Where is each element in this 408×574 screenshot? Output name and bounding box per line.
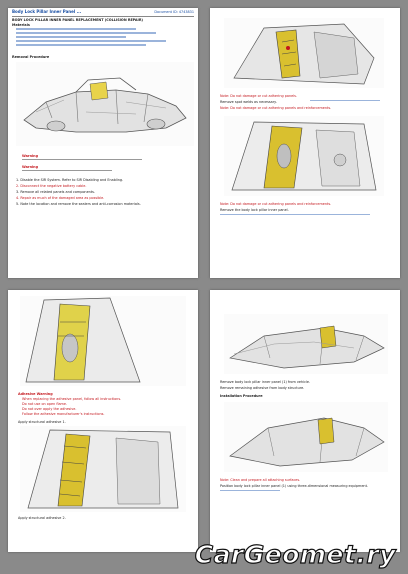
procedure-note-line: 1. Disable the SIR System. Refer to SIR … xyxy=(16,178,124,182)
procedure-note-line: 3. Remove all related panels and compone… xyxy=(16,190,95,194)
adhesive-warning-head: Adhesive Warning xyxy=(18,392,53,396)
materials-label: Materials xyxy=(12,23,30,27)
note-b: Note: Do not damage or cut adhering pane… xyxy=(220,202,332,206)
warning-2: Warning xyxy=(22,165,38,169)
adhesive-warning-line: Follow the adhesive manufacturer's instr… xyxy=(22,412,105,416)
watermark: CarGeomet.ry xyxy=(180,539,404,572)
page-2: Note: Do not damage or cut adhering pane… xyxy=(210,8,400,278)
document-id: Document ID: 4743831 xyxy=(154,10,194,14)
procedure-note-line: 5. Note the location and remove the seal… xyxy=(16,202,141,206)
adhesive-warning-line: When replacing the adhesive panel, follo… xyxy=(22,397,122,401)
page-3: Adhesive Warning When replacing the adhe… xyxy=(8,290,198,552)
adhesive-figure-top xyxy=(20,296,186,386)
pillar-figure-top xyxy=(224,18,384,88)
vehicle-frame-figure-bottom xyxy=(224,402,388,472)
warning-1: Warning xyxy=(22,154,38,158)
step-remove-panel: Remove the body lock pillar inner panel. xyxy=(220,208,289,212)
adhesive-warning-line: Do not over apply the adhesive. xyxy=(22,407,77,411)
step-remove-inner-panel: Remove body lock pillar inner panel (1) … xyxy=(220,380,311,384)
procedure-note-line: 4. Repair as much of the damaged area as… xyxy=(16,196,105,200)
page-4: Remove body lock pillar inner panel (1) … xyxy=(210,290,400,552)
pillar-figure-bottom xyxy=(224,116,384,196)
page-header-title: Body Lock Pillar Inner Panel ... xyxy=(12,9,82,14)
install-note: Note: Clean and prepare all attaching su… xyxy=(220,478,301,482)
step-apply-adhesive-1: Apply structural adhesive 1. xyxy=(18,420,66,424)
adhesive-warning-line: Do not use on open flame. xyxy=(22,402,67,406)
adhesive-figure-bottom xyxy=(20,426,186,512)
note-a: Note: Do not damage or cut adhering pane… xyxy=(220,94,297,98)
car-body-figure xyxy=(16,62,194,146)
step-remove-welds: Remove spot welds as necessary. xyxy=(220,100,277,104)
procedure-note-line: 2. Disconnect the negative battery cable… xyxy=(16,184,87,188)
installation-label: Installation Procedure xyxy=(220,394,263,398)
step-apply-adhesive-2: Apply structural adhesive 2. xyxy=(18,516,66,520)
page-1: Body Lock Pillar Inner Panel ... Documen… xyxy=(8,8,198,278)
removal-label: Removal Procedure xyxy=(12,55,50,59)
header-rule xyxy=(12,16,194,17)
step-position-panel: Position body lock pillar inner panel (1… xyxy=(220,484,368,488)
section-title: BODY LOCK PILLAR INNER PANEL REPLACEMENT… xyxy=(12,18,143,22)
watermark-text: CarGeomet.ry xyxy=(194,539,396,569)
vehicle-frame-figure-top xyxy=(224,314,388,374)
note-a-2: Note: Do not damage or cut adhering pane… xyxy=(220,106,332,110)
step-remove-adhesive: Remove remaining adhesive from body stru… xyxy=(220,386,305,390)
